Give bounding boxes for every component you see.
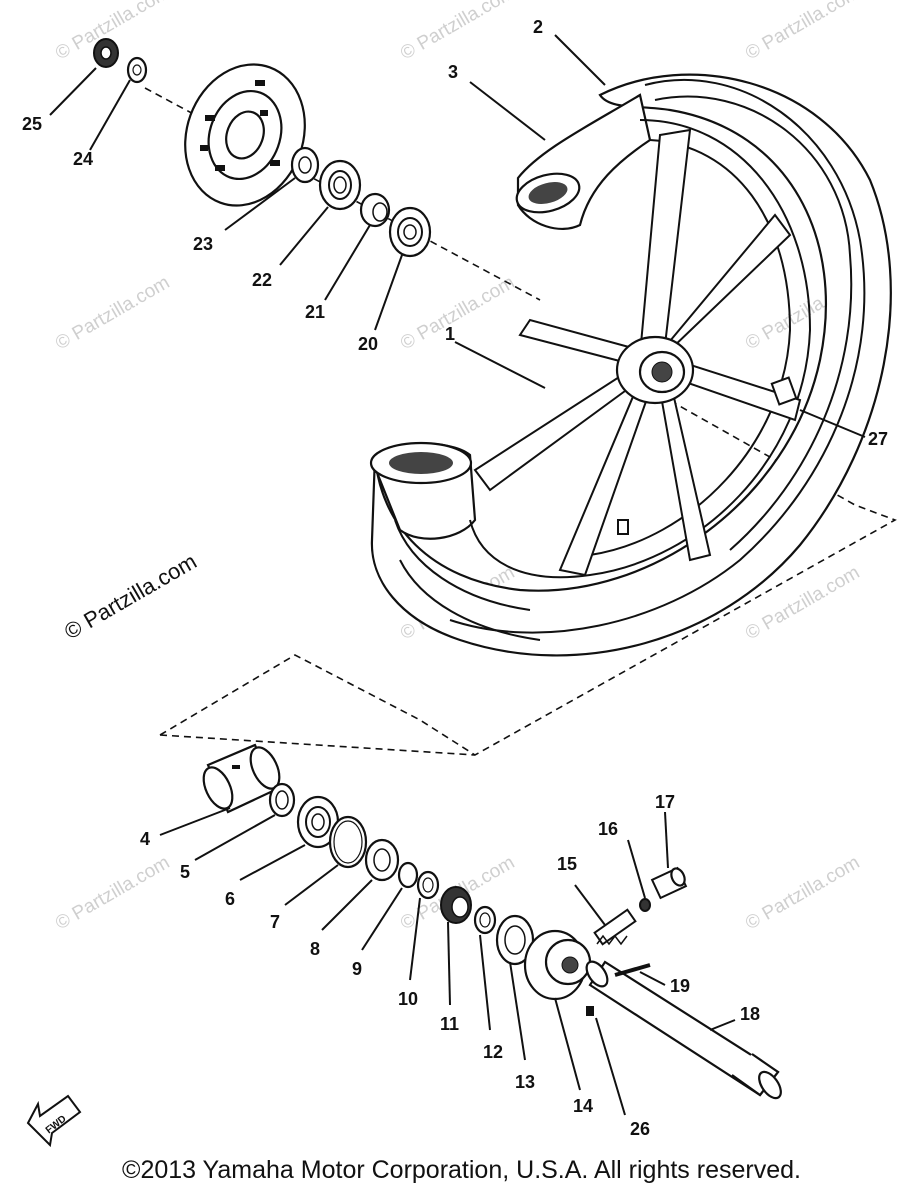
label-part-10: 10 xyxy=(398,989,418,1009)
bearing-22 xyxy=(318,159,362,211)
label-part-22: 22 xyxy=(252,270,272,290)
axle-18 xyxy=(585,960,782,1100)
label-part-13: 13 xyxy=(515,1072,535,1092)
washer-10 xyxy=(416,870,440,900)
label-part-6: 6 xyxy=(225,889,235,909)
label-part-8: 8 xyxy=(310,939,320,959)
watermark: © Partzilla.com xyxy=(52,852,173,934)
rim-cutaway-3 xyxy=(515,93,652,230)
label-part-14: 14 xyxy=(573,1096,593,1116)
pin-26 xyxy=(586,1006,594,1016)
label-part-23: 23 xyxy=(193,234,213,254)
pin-19 xyxy=(614,963,651,977)
collar-21 xyxy=(359,192,391,228)
label-part-4: 4 xyxy=(140,829,150,849)
label-part-27: 27 xyxy=(868,429,888,449)
valve-27 xyxy=(617,376,798,535)
copyright-notice: ©2013 Yamaha Motor Corporation, U.S.A. A… xyxy=(122,1156,801,1184)
label-part-19: 19 xyxy=(670,976,690,996)
watermark: © Partzilla.com xyxy=(397,272,518,354)
watermark: © Partzilla.com xyxy=(52,272,173,354)
label-part-16: 16 xyxy=(598,819,618,839)
leader-lines xyxy=(49,34,866,1116)
seal-5 xyxy=(268,782,296,818)
label-part-11: 11 xyxy=(440,1014,459,1034)
label-part-25: 25 xyxy=(22,114,42,134)
gear-15 xyxy=(593,908,637,946)
nut-25 xyxy=(93,38,119,68)
label-part-21: 21 xyxy=(305,302,325,322)
retainer-8 xyxy=(364,838,400,882)
washer-16 xyxy=(639,898,651,912)
label-part-18: 18 xyxy=(740,1004,760,1024)
part-labels: 2 3 1 27 25 24 23 22 21 20 4 5 6 7 8 9 1… xyxy=(22,17,888,1139)
wheel-spokes xyxy=(473,128,802,577)
label-part-26: 26 xyxy=(630,1119,650,1139)
label-part-3: 3 xyxy=(448,62,458,82)
watermark: © Partzilla.com xyxy=(397,0,518,64)
rim-cutaway-lower xyxy=(369,441,477,540)
label-part-20: 20 xyxy=(358,334,378,354)
washer-12 xyxy=(473,905,497,935)
fwd-arrow: FWD xyxy=(26,1094,82,1148)
seal-13 xyxy=(495,914,535,966)
hub-1 xyxy=(615,335,695,405)
gear-11 xyxy=(440,886,472,924)
label-part-15: 15 xyxy=(557,854,577,874)
label-part-1: 1 xyxy=(445,324,455,344)
ring-7 xyxy=(328,815,368,869)
washer-24 xyxy=(126,56,148,84)
label-part-5: 5 xyxy=(180,862,190,882)
label-part-12: 12 xyxy=(483,1042,503,1062)
bushing-17 xyxy=(650,866,688,900)
gear-housing-14 xyxy=(523,929,592,1001)
watermark: © Partzilla.com xyxy=(742,852,863,934)
label-part-2: 2 xyxy=(533,17,543,37)
label-part-17: 17 xyxy=(655,792,675,812)
label-part-9: 9 xyxy=(352,959,362,979)
watermark-dark: © Partzilla.com xyxy=(60,549,201,645)
label-part-24: 24 xyxy=(73,149,93,169)
bearing-20 xyxy=(388,206,432,258)
watermark: © Partzilla.com xyxy=(742,0,863,64)
seal-23 xyxy=(290,146,320,184)
label-part-7: 7 xyxy=(270,912,280,932)
tire-2 xyxy=(370,73,892,657)
brake-disc xyxy=(184,63,306,207)
rim-inner xyxy=(469,119,812,579)
washer-9 xyxy=(397,861,419,889)
